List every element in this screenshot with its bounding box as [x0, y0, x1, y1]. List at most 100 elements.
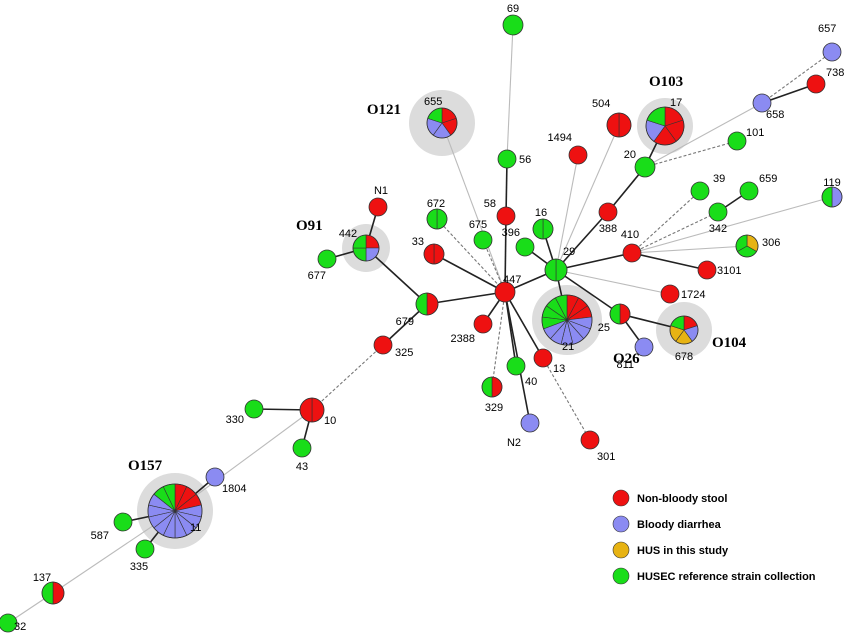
- node-label-329: 329: [485, 402, 503, 414]
- node-1804[interactable]: [205, 467, 225, 487]
- node-1724[interactable]: [660, 284, 680, 304]
- node-N1[interactable]: [368, 197, 388, 217]
- node-738[interactable]: [806, 74, 826, 94]
- node-679[interactable]: [415, 292, 439, 316]
- node-label-25: 25: [598, 322, 610, 334]
- node-1494[interactable]: [568, 145, 588, 165]
- node-label-3101: 3101: [717, 265, 741, 277]
- node-label-1724: 1724: [681, 289, 705, 301]
- edge-20-658: [644, 102, 763, 168]
- node-label-657: 657: [818, 23, 836, 35]
- node-label-N1: N1: [374, 185, 388, 197]
- node-410[interactable]: [622, 243, 642, 263]
- node-101[interactable]: [727, 131, 747, 151]
- node-20[interactable]: [634, 156, 656, 178]
- edge-56-58: [505, 158, 508, 217]
- node-33[interactable]: [423, 243, 445, 265]
- node-329[interactable]: [481, 376, 503, 398]
- node-label-40: 40: [525, 376, 537, 388]
- node-811[interactable]: [634, 337, 654, 357]
- node-40[interactable]: [506, 356, 526, 376]
- node-119[interactable]: [821, 186, 843, 208]
- node-137[interactable]: [41, 581, 65, 605]
- node-label-587: 587: [91, 530, 109, 542]
- node-label-330: 330: [226, 414, 244, 426]
- node-11[interactable]: [147, 483, 203, 539]
- legend-swatch-hus: [612, 541, 630, 559]
- legend-swatch-husec: [612, 567, 630, 585]
- edge-447-13: [504, 291, 544, 359]
- node-21[interactable]: [541, 294, 593, 346]
- node-58[interactable]: [496, 206, 516, 226]
- node-label-388: 388: [599, 223, 617, 235]
- node-56[interactable]: [497, 149, 517, 169]
- edge-325-10: [311, 344, 384, 411]
- node-325[interactable]: [373, 335, 393, 355]
- node-16[interactable]: [532, 218, 554, 240]
- node-657[interactable]: [822, 42, 842, 62]
- node-label-679: 679: [396, 316, 414, 328]
- serogroup-label-o104: O104: [712, 335, 747, 351]
- node-label-301: 301: [597, 451, 615, 463]
- edge-20-101: [644, 140, 738, 168]
- node-label-32: 32: [14, 621, 26, 633]
- edge-410-39: [631, 190, 701, 254]
- node-25[interactable]: [609, 303, 631, 325]
- node-labels: 1011131617202125293233394043565869101119…: [14, 3, 844, 633]
- node-3101[interactable]: [697, 260, 717, 280]
- node-69[interactable]: [502, 14, 524, 36]
- edge-10-11: [174, 409, 313, 512]
- node-675[interactable]: [473, 230, 493, 250]
- node-label-11: 11: [190, 522, 201, 534]
- node-label-396: 396: [502, 227, 520, 239]
- node-43[interactable]: [292, 438, 312, 458]
- node-label-1494: 1494: [548, 132, 572, 144]
- node-388[interactable]: [598, 202, 618, 222]
- node-677[interactable]: [317, 249, 337, 269]
- node-39[interactable]: [690, 181, 710, 201]
- edge-69-56: [506, 24, 514, 160]
- edge-29-1494: [555, 154, 579, 271]
- node-label-33: 33: [412, 236, 424, 248]
- node-13[interactable]: [533, 348, 553, 368]
- node-442[interactable]: [352, 234, 380, 262]
- node-label-137: 137: [33, 572, 51, 584]
- edge-658-657: [761, 51, 833, 104]
- node-2388[interactable]: [473, 314, 493, 334]
- legend-label-husec: HUSEC reference strain collection: [637, 571, 816, 583]
- node-447[interactable]: [494, 281, 516, 303]
- node-label-410: 410: [621, 229, 639, 241]
- edge-410-342: [631, 211, 719, 254]
- node-330[interactable]: [244, 399, 264, 419]
- node-29[interactable]: [544, 258, 568, 282]
- node-N2[interactable]: [520, 413, 540, 433]
- node-672[interactable]: [426, 208, 448, 230]
- node-655[interactable]: [426, 107, 458, 139]
- node-335[interactable]: [135, 539, 155, 559]
- node-396[interactable]: [515, 237, 535, 257]
- node-659[interactable]: [739, 181, 759, 201]
- nodes: [0, 14, 843, 633]
- node-301[interactable]: [580, 430, 600, 450]
- node-label-306: 306: [762, 237, 780, 249]
- node-504[interactable]: [606, 112, 632, 138]
- legend-swatch-bloody: [612, 515, 630, 533]
- edge-29-1724: [555, 269, 671, 295]
- node-label-442: 442: [339, 228, 357, 240]
- node-678[interactable]: [669, 315, 699, 345]
- node-label-325: 325: [395, 347, 413, 359]
- node-17[interactable]: [645, 106, 685, 146]
- node-label-335: 335: [130, 561, 148, 573]
- node-342[interactable]: [708, 202, 728, 222]
- node-label-342: 342: [709, 223, 727, 235]
- node-587[interactable]: [113, 512, 133, 532]
- node-label-659: 659: [759, 173, 777, 185]
- serogroup-label-o103: O103: [649, 74, 683, 90]
- node-label-672: 672: [427, 198, 445, 210]
- node-10[interactable]: [299, 397, 325, 423]
- node-32[interactable]: [0, 613, 18, 633]
- node-306[interactable]: [735, 234, 759, 258]
- node-658[interactable]: [752, 93, 772, 113]
